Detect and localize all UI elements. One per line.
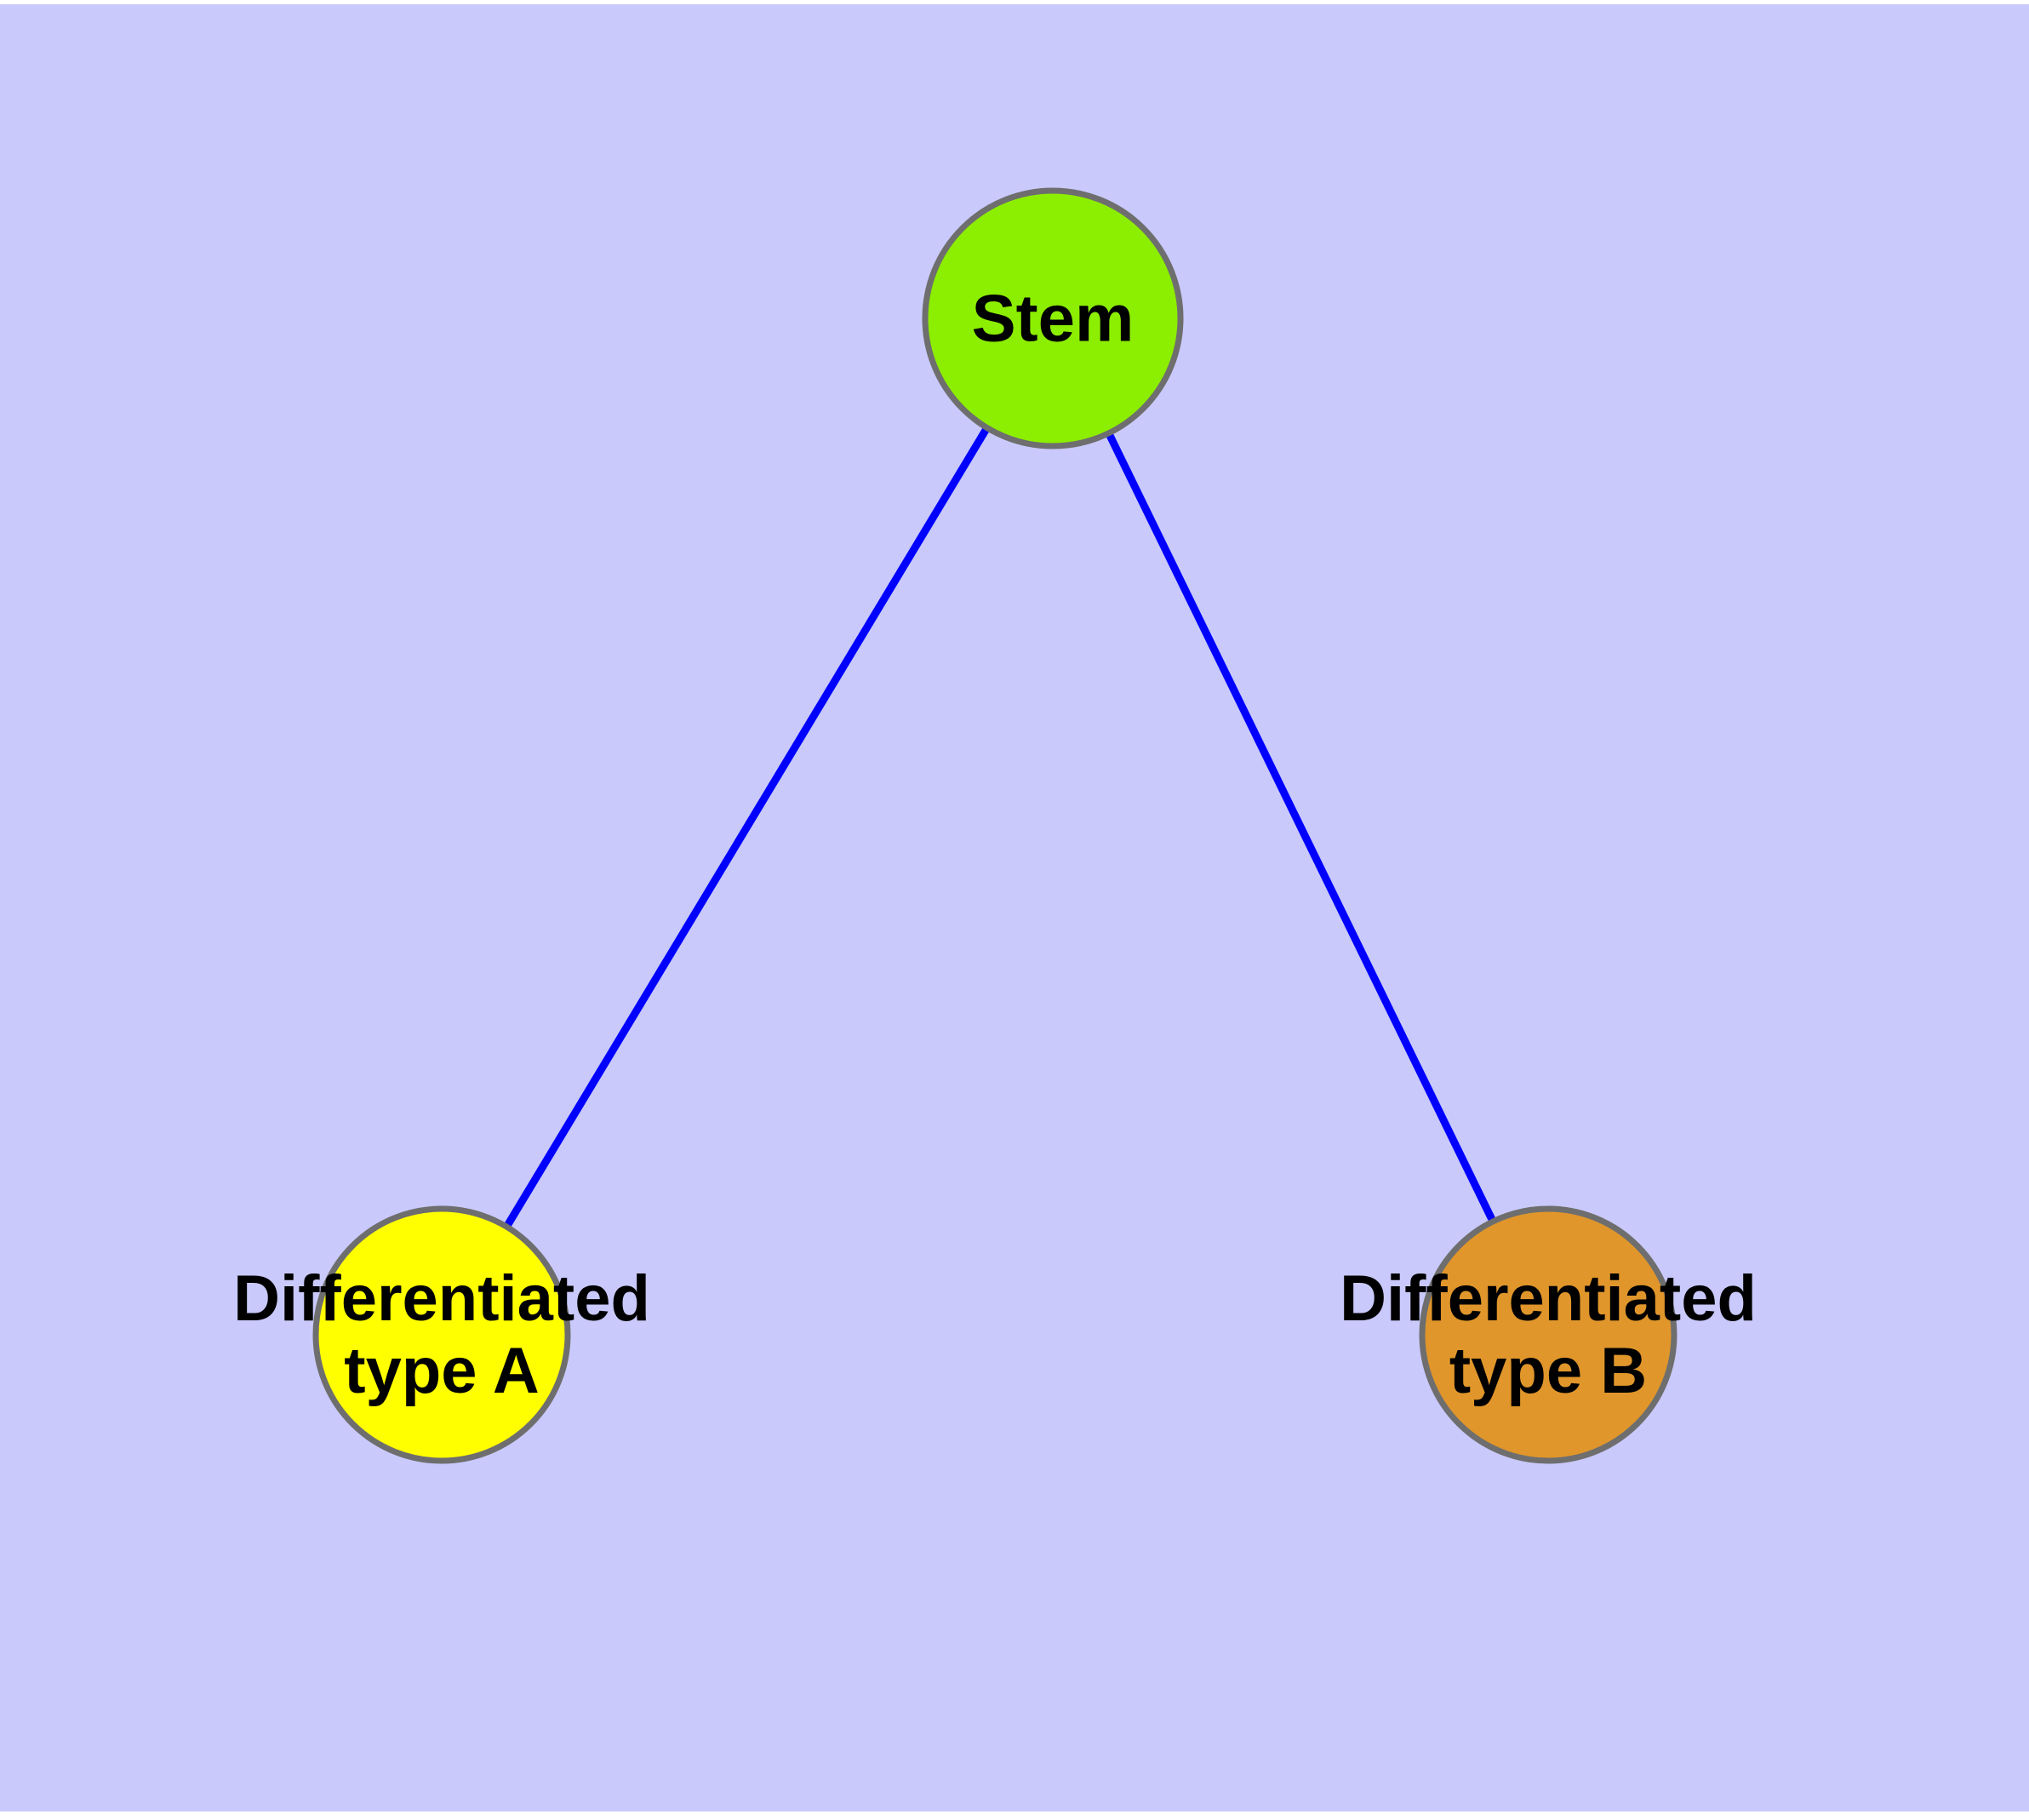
edge-stem-to-differentiated-type-b[interactable] xyxy=(1049,317,1552,1336)
node-differentiated-type-b[interactable] xyxy=(1419,1205,1677,1464)
node-stem[interactable] xyxy=(922,187,1184,449)
node-differentiated-type-a[interactable] xyxy=(312,1205,571,1464)
edge-stem-to-differentiated-type-a[interactable] xyxy=(438,316,1056,1337)
